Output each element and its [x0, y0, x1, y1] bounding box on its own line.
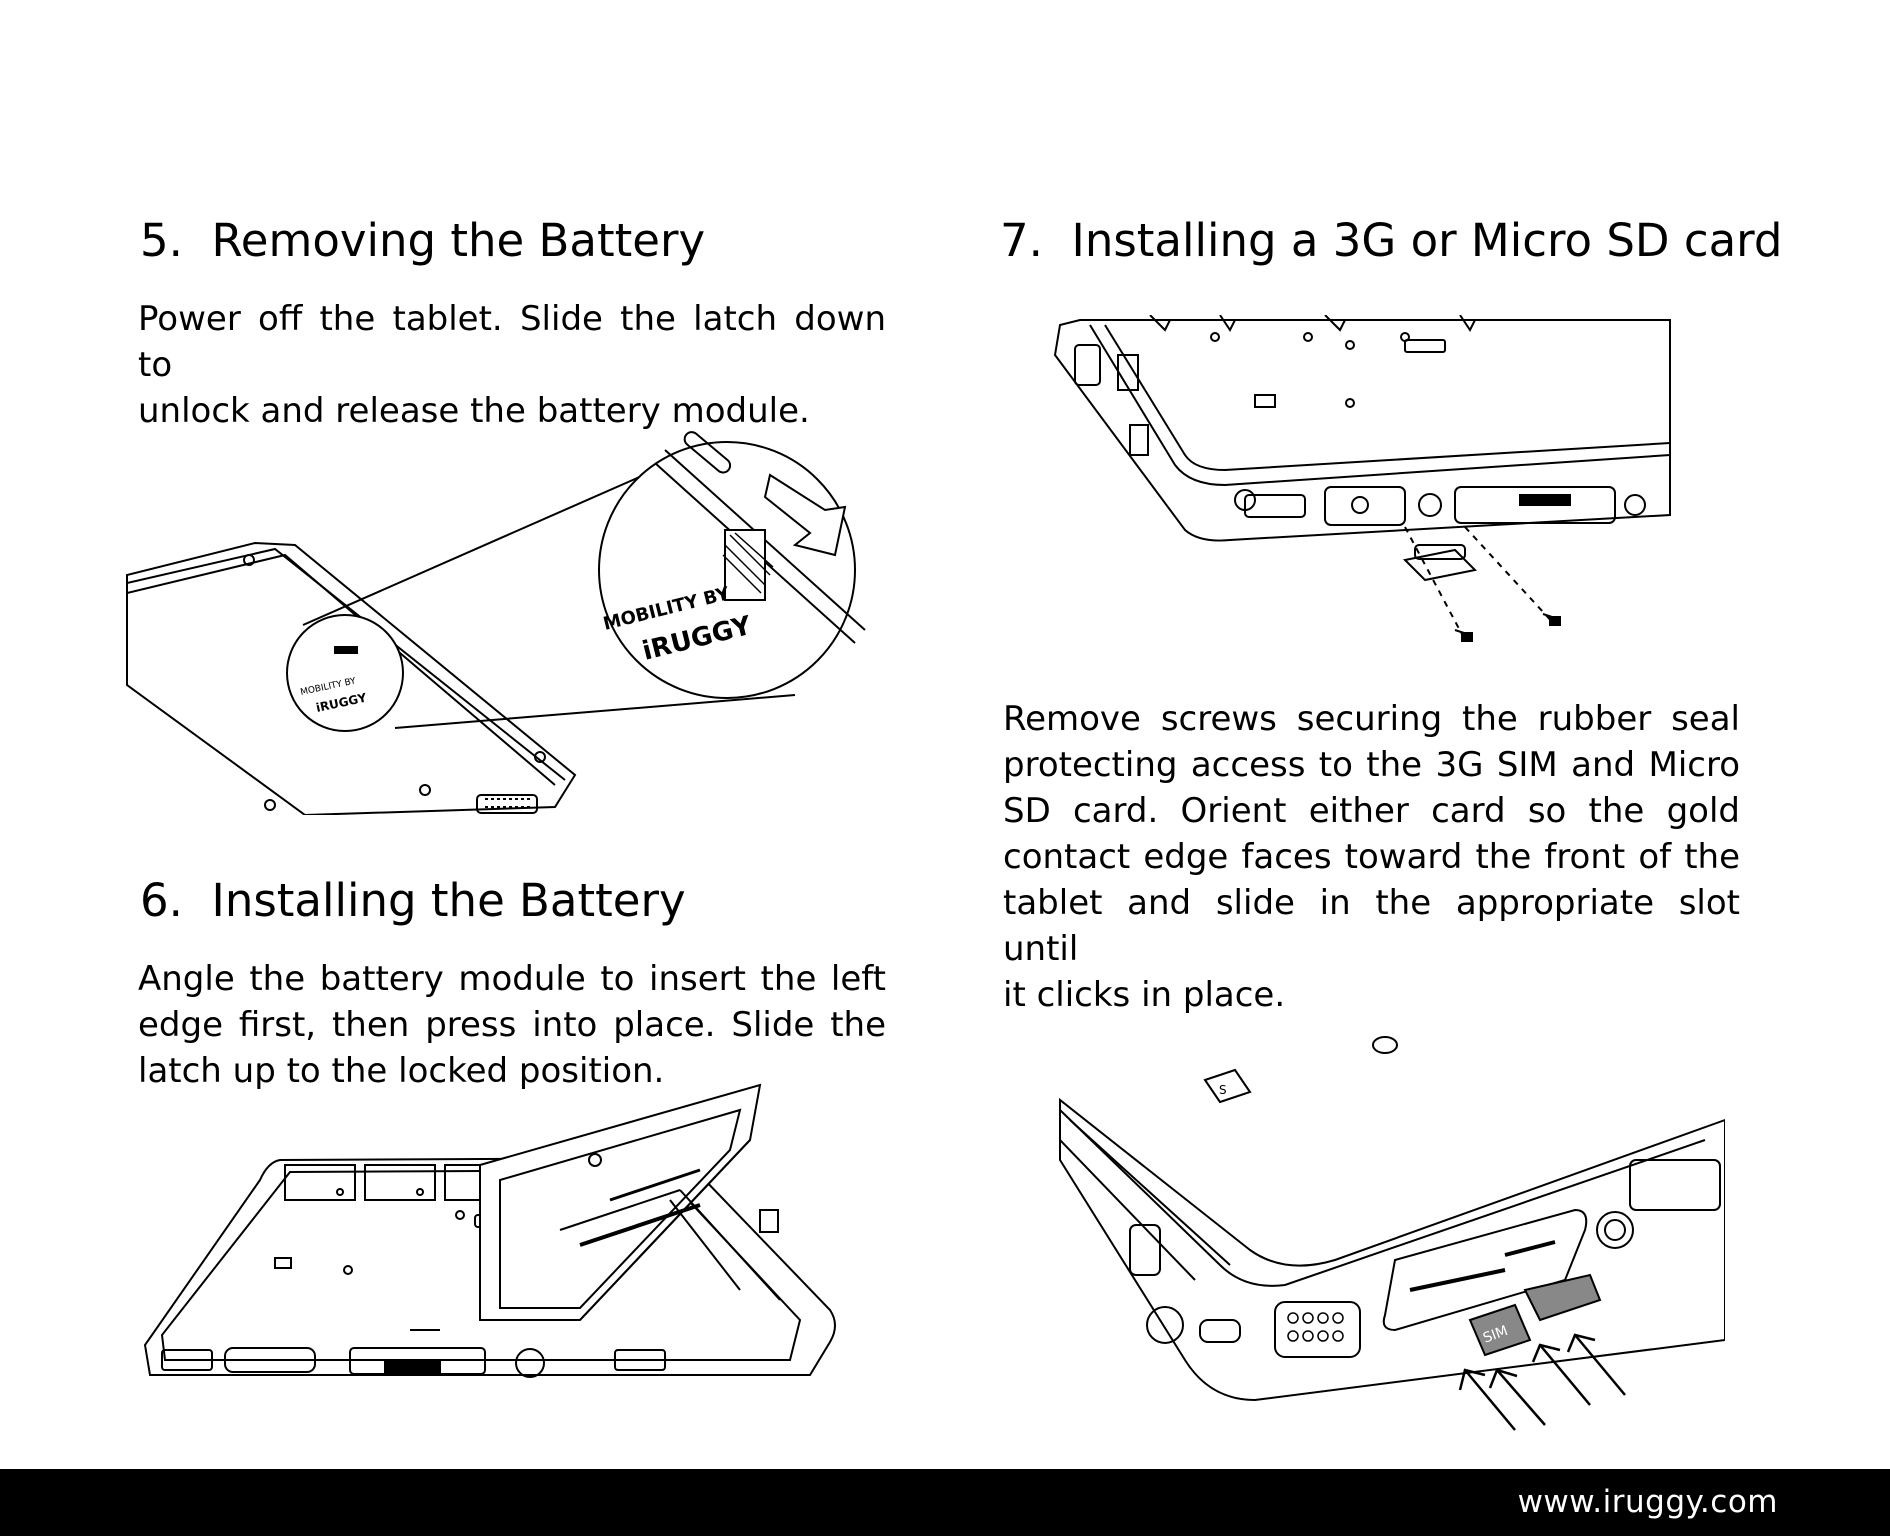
body-line: Power off the tablet. Slide the latch do…: [138, 299, 886, 385]
body-line: unlock and release the battery module.: [138, 391, 810, 431]
body-line: it clicks in place.: [1003, 975, 1286, 1015]
footer-url[interactable]: www.iruggy.com: [1517, 1484, 1778, 1520]
section-5-title: Removing the Battery: [211, 214, 706, 267]
section-7-body: Remove screws securing the rubber seal p…: [1003, 696, 1740, 1018]
body-line: contact edge faces toward the front of t…: [1003, 837, 1740, 877]
section-5-heading: 5. Removing the Battery: [140, 213, 705, 269]
body-line: tablet and slide in the appropriate slot…: [1003, 883, 1740, 969]
footer-bar: www.iruggy.com: [0, 1469, 1890, 1536]
section-6-body: Angle the battery module to insert the l…: [138, 956, 886, 1094]
section-6-heading: 6. Installing the Battery: [140, 873, 686, 929]
section-6-title: Installing the Battery: [211, 874, 686, 927]
body-line: edge first, then press into place. Slide…: [138, 1005, 886, 1045]
card-insertion-illustration: S SIM: [1035, 1030, 1725, 1440]
battery-removal-illustration: MOBILITY BY iRUGGY MOBILITY BY iRUGGY: [125, 415, 885, 815]
svg-text:S: S: [1219, 1083, 1227, 1097]
body-line: latch up to the locked position.: [138, 1051, 665, 1091]
section-5-number: 5.: [140, 214, 183, 267]
body-line: Remove screws securing the rubber seal: [1003, 699, 1740, 739]
seal-removal-illustration: [1050, 315, 1675, 655]
body-line: SD card. Orient either card so the gold: [1003, 791, 1740, 831]
section-5-body: Power off the tablet. Slide the latch do…: [138, 296, 886, 434]
body-line: protecting access to the 3G SIM and Micr…: [1003, 745, 1740, 785]
battery-install-illustration: [140, 1080, 840, 1400]
section-7-number: 7.: [1000, 214, 1043, 267]
section-7-heading: 7. Installing a 3G or Micro SD card: [1000, 213, 1782, 269]
section-7-title: Installing a 3G or Micro SD card: [1071, 214, 1783, 267]
body-line: Angle the battery module to insert the l…: [138, 959, 886, 999]
section-6-number: 6.: [140, 874, 183, 927]
